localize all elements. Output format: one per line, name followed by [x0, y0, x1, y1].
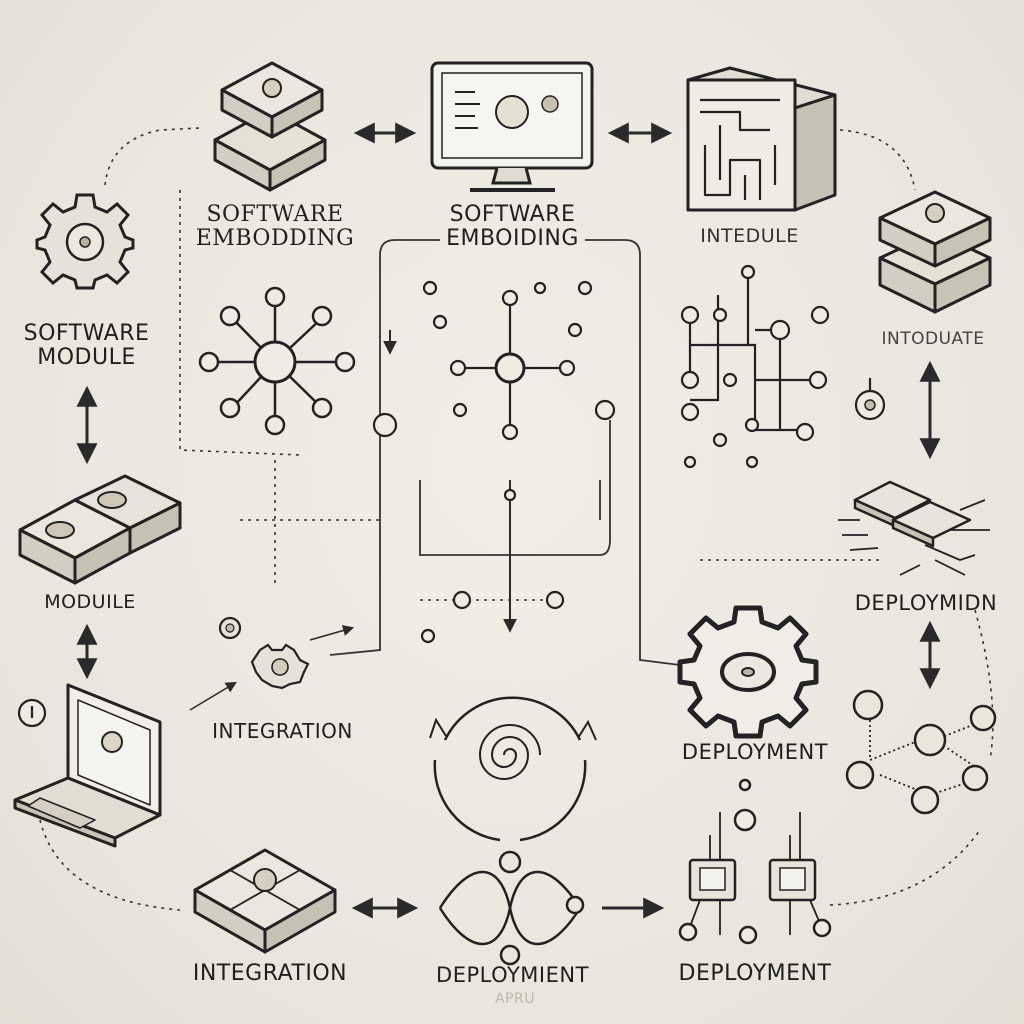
label-deployment-bottom-right: DEPLOYMENT [678, 961, 832, 986]
circuit-chips-icon [838, 480, 990, 576]
label-intoduate: INTODUATE [881, 329, 985, 349]
label-line: MODULE [37, 345, 136, 371]
label-deployment-mid: DEPLOYMENT [681, 740, 829, 764]
gear-large-icon [677, 605, 819, 739]
stacked-boxes-icon [878, 190, 992, 314]
arrows [76, 122, 941, 919]
monitor-icon [430, 61, 594, 192]
tree-network-icon [680, 264, 830, 469]
label-software-module: SOFTWARE MODULE [14, 321, 159, 371]
central-network-icon [372, 280, 616, 644]
label-integration-bottom: INTEGRATION [192, 961, 348, 986]
server-maze-icon [686, 66, 837, 212]
laptop-icon [13, 683, 162, 848]
label-deploymidn: DEPLOYMIDN [854, 591, 998, 615]
central-frame-lines [329, 239, 681, 666]
label-intedule: INTEDULE [700, 225, 799, 247]
chip-pair-icon [678, 778, 832, 945]
label-software-embodding-center: SOFTWARE EMBOIDING [430, 202, 595, 252]
pin-icon [17, 698, 47, 728]
label-integration-mid: INTEGRATION [212, 719, 353, 743]
gear-icon [35, 193, 135, 290]
label-line: EMBOIDING [446, 226, 579, 252]
label-line: EMBODDING [195, 226, 355, 252]
hub-network-icon [198, 286, 356, 436]
module-tiles-icon [193, 848, 337, 954]
label-line: SOFTWARE [206, 202, 344, 227]
cycle-spiral-icon [429, 696, 597, 842]
wave-icon [438, 850, 585, 966]
label-moduile: MODUILE [44, 591, 136, 613]
label-faded-caption: APRU [495, 991, 535, 1007]
stacked-blocks-icon [213, 61, 327, 192]
label-deployment-bottom-center: DEPLOYMIENT [436, 963, 589, 987]
label-software-embodding-left: SOFTWARE EMBODDING [190, 202, 360, 252]
node-icon [854, 378, 886, 421]
small-gears-icon [218, 616, 310, 690]
label-line: SOFTWARE [449, 202, 576, 227]
label-line: SOFTWARE [23, 321, 150, 346]
modules-icon [18, 474, 182, 585]
dashed-connectors [39, 127, 994, 911]
node-cluster-icon [845, 689, 997, 815]
